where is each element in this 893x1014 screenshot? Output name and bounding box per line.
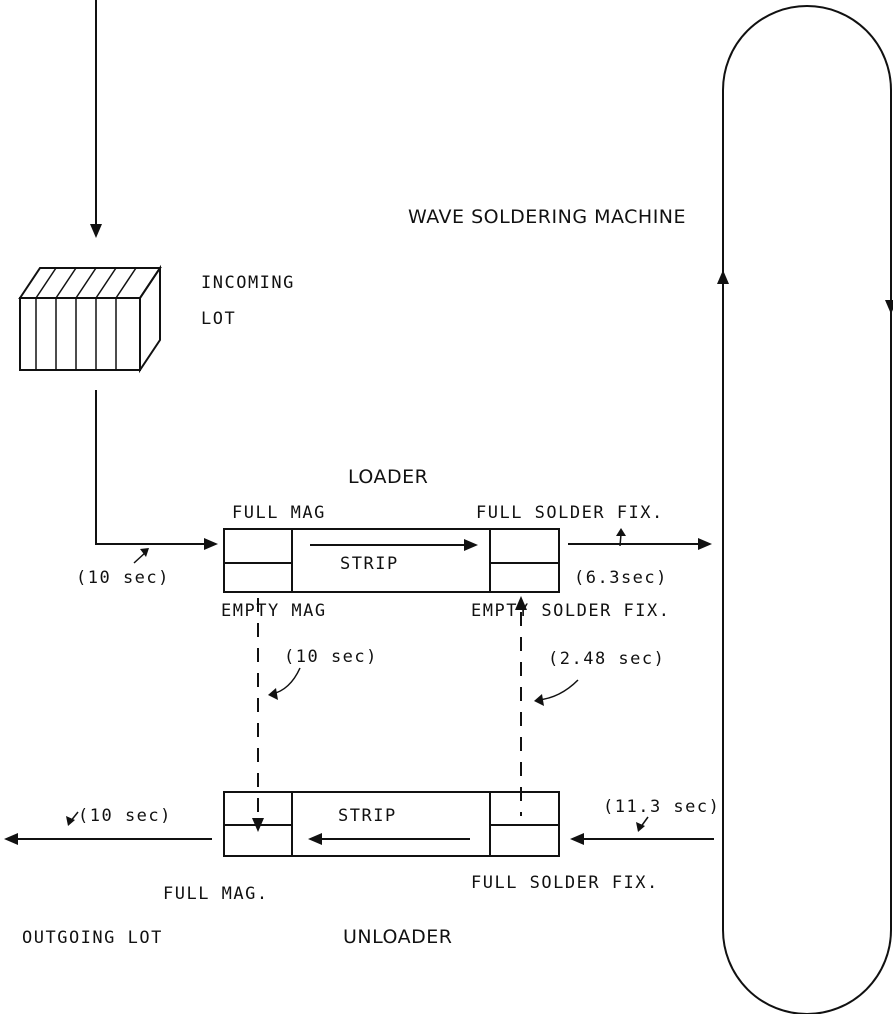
- mag-down-time-label: (10 sec): [284, 647, 378, 667]
- empty-fixture-return-arrow: [515, 596, 578, 816]
- incoming-time-label: (10 sec): [76, 568, 170, 588]
- machine-to-unloader-arrow: [570, 817, 714, 845]
- fix-up-time-label: (2.48 sec): [548, 649, 665, 669]
- incoming-time-pointer: [134, 548, 149, 563]
- incoming-to-loader-arrow: [96, 390, 218, 550]
- loader-strip-label: STRIP: [340, 554, 399, 574]
- loader-to-machine-arrow: [568, 528, 712, 550]
- loader-full-fix-label: FULL SOLDER FIX.: [476, 503, 664, 523]
- unloader-title: UNLOADER: [343, 926, 452, 948]
- loader-out-time-label: (6.3sec): [574, 568, 668, 588]
- loader-empty-mag-label: EMPTY MAG: [221, 601, 327, 621]
- incoming-feed-arrow: [90, 0, 102, 238]
- incoming-lot-icon: [20, 268, 160, 370]
- return-time-label: (11.3 sec): [603, 797, 720, 817]
- unloader-full-fix-label: FULL SOLDER FIX.: [471, 873, 659, 893]
- incoming-label-1: INCOMING: [201, 273, 295, 293]
- wave-soldering-loop: [717, 6, 893, 1014]
- incoming-label-2: LOT: [201, 309, 236, 329]
- loader-title: LOADER: [348, 466, 428, 488]
- outgoing-lot-label: OUTGOING LOT: [22, 928, 163, 948]
- unloader-full-mag-label: FULL MAG.: [163, 884, 269, 904]
- unloader-strip-label: STRIP: [338, 806, 397, 826]
- outgoing-time-label: (10 sec): [78, 806, 172, 826]
- loader-empty-fix-label: EMPTY SOLDER FIX.: [471, 601, 671, 621]
- loader-full-mag-label: FULL MAG: [232, 503, 326, 523]
- machine-title: WAVE SOLDERING MACHINE: [408, 206, 686, 228]
